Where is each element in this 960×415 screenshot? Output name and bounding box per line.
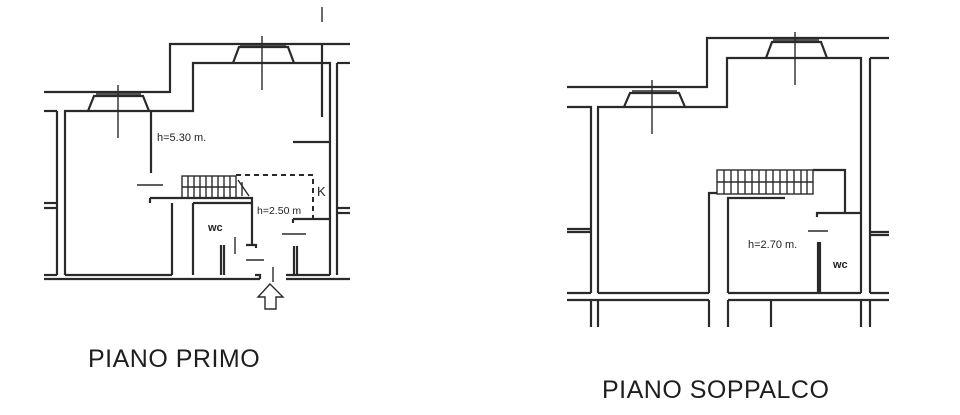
arrow-up-icon [256, 282, 285, 310]
height-label-soppalco: h=2.70 m. [748, 239, 797, 251]
window-top-right-soppalco [764, 32, 829, 85]
window-top-left [86, 85, 151, 138]
kitchen-label: K [317, 184, 326, 199]
wc-label-soppalco: wc [832, 259, 848, 271]
plan-title-primo: PIANO PRIMO [88, 345, 261, 373]
plan-title-soppalco: PIANO SOPPALCO [602, 376, 830, 404]
plan-piano-soppalco: h=2.70 m. wc [567, 32, 889, 327]
staircase-primo [181, 175, 250, 199]
plan-piano-primo: h=5.30 m. h=2.50 m K wc [44, 7, 350, 310]
window-top-left-soppalco [622, 80, 687, 134]
height-label-sub: h=2.50 m [257, 205, 301, 217]
staircase-soppalco [716, 168, 847, 213]
height-label-main: h=5.30 m. [157, 132, 206, 144]
wc-label-primo: wc [207, 222, 223, 234]
window-top-right [231, 36, 296, 90]
